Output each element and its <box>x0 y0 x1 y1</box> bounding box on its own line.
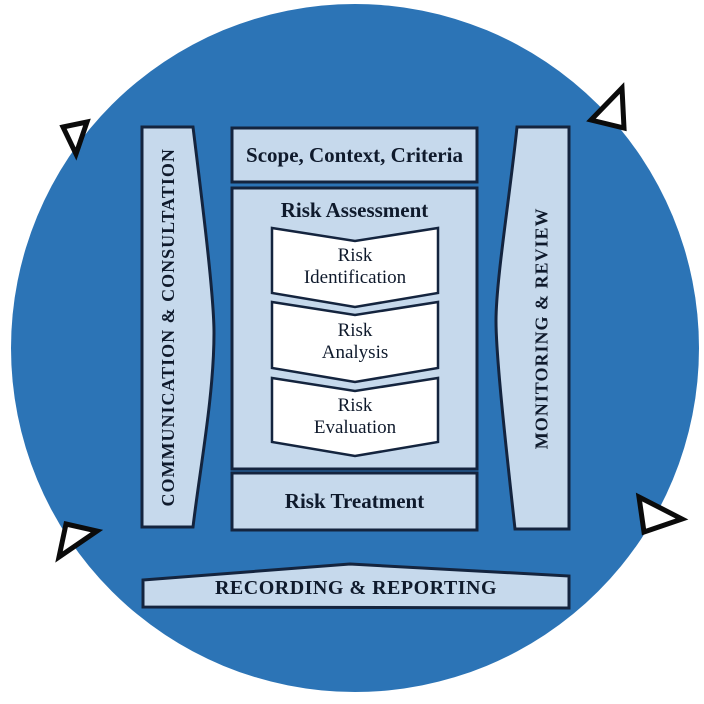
risk-evaluation-label: Risk Evaluation <box>272 378 438 456</box>
scope-context-criteria-box <box>230 126 479 184</box>
risk-evaluation-line1: Risk <box>337 395 373 417</box>
monitoring-review-label: MONITORING & REVIEW <box>513 127 571 529</box>
rotation-arrowhead-top-left-icon <box>59 118 91 161</box>
rotation-arrowhead-bottom-left-icon <box>55 521 104 563</box>
recording-reporting-label: RECORDING & REPORTING <box>214 576 498 599</box>
monitoring-review-text: MONITORING & REVIEW <box>531 207 552 449</box>
scope-context-criteria-label: Scope, Context, Criteria <box>246 142 463 167</box>
risk-evaluation-line2: Evaluation <box>313 417 397 438</box>
communication-consultation-text: COMMUNICATION & CONSULTATION <box>157 147 178 507</box>
risk-analysis-line2: Analysis <box>321 342 389 363</box>
risk-identification-line2: Identification <box>303 267 407 288</box>
risk-treatment-label: Risk Treatment <box>284 489 425 514</box>
risk-evaluation-chevron <box>270 376 440 458</box>
risk-identification-chevron <box>270 226 440 309</box>
recording-reporting-bar <box>141 562 571 610</box>
rotation-arrowhead-bottom-right-icon <box>635 492 689 536</box>
risk-analysis-label: Risk Analysis <box>272 302 438 382</box>
risk-analysis-line1: Risk <box>337 320 373 342</box>
communication-consultation-bar <box>140 125 216 529</box>
risk-identification-line1: Risk <box>337 245 373 267</box>
monitoring-review-bar <box>494 125 571 531</box>
risk-analysis-chevron <box>270 300 440 384</box>
risk-assessment-title: Risk Assessment <box>280 197 429 222</box>
communication-consultation-label: COMMUNICATION & CONSULTATION <box>140 127 196 527</box>
risk-identification-label: Risk Identification <box>272 228 438 306</box>
rotation-arrowhead-top-right-icon <box>586 82 627 132</box>
risk-treatment-box <box>230 471 479 532</box>
